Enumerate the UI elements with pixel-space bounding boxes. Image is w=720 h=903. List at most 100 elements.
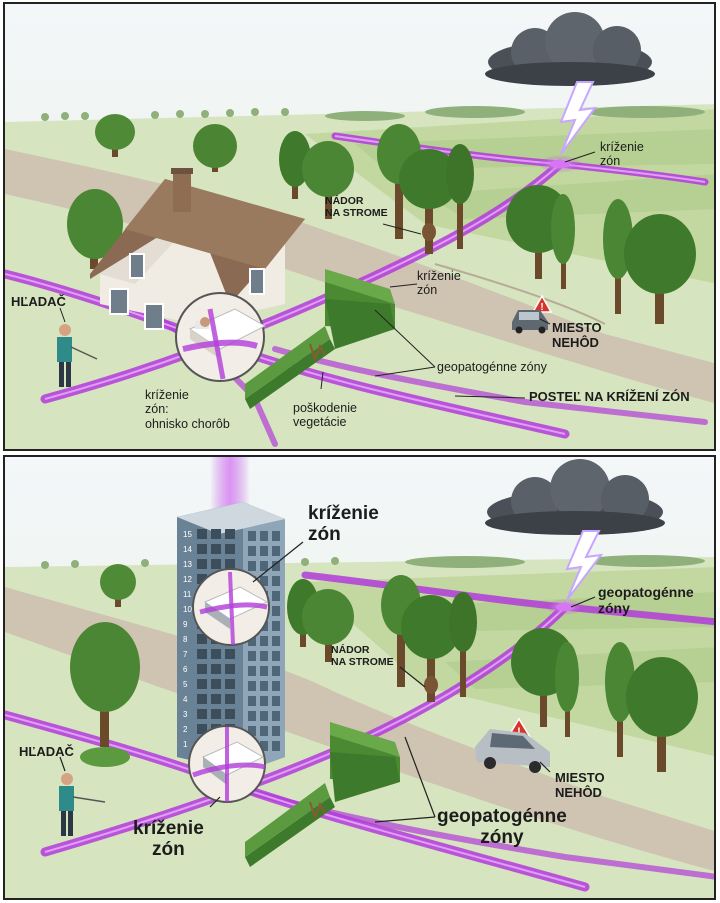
tower-window	[272, 576, 280, 586]
tower-window	[260, 531, 268, 541]
floor-number: 10	[183, 605, 192, 614]
tower-window	[260, 681, 268, 691]
floor-number: 12	[183, 575, 192, 584]
tower-window	[272, 636, 280, 646]
tower-window	[197, 664, 207, 674]
tower-window	[248, 531, 256, 541]
label-krizenie-zon-lower: kríženie zón	[133, 818, 204, 860]
tower-window	[260, 726, 268, 736]
floor-number: 15	[183, 530, 192, 539]
tower-window	[272, 666, 280, 676]
floor-number: 8	[183, 635, 188, 644]
tower-window	[272, 696, 280, 706]
tower-window	[197, 529, 207, 539]
tower-window	[248, 681, 256, 691]
house-icon	[90, 168, 305, 330]
floor-number: 2	[183, 725, 188, 734]
floor-number: 9	[183, 620, 188, 629]
label-nador-na-strome: NÁDOR NA STROME	[325, 195, 388, 220]
warning-triangle-icon	[531, 294, 553, 313]
floor-number: 13	[183, 560, 192, 569]
tower-window	[272, 561, 280, 571]
tower-window	[211, 649, 221, 659]
tower-window	[260, 666, 268, 676]
tower-window	[211, 529, 221, 539]
tower-window	[225, 679, 235, 689]
svg-text:!: !	[540, 302, 543, 313]
label-krizenie-zon-path: kríženie zón	[417, 269, 461, 298]
tower-window	[272, 591, 280, 601]
svg-text:!: !	[517, 726, 521, 738]
storm-cloud-icon	[485, 12, 655, 86]
floor-number: 4	[183, 695, 188, 704]
leader-lines	[59, 151, 596, 399]
car-icon	[475, 729, 550, 773]
tower-window	[260, 576, 268, 586]
lightning-icon	[559, 81, 598, 155]
label-krizenie-zon-upper: kríženie zón	[308, 503, 379, 545]
top-scene-illustration: !	[5, 4, 714, 449]
distant-tree-line	[41, 555, 705, 569]
tower-window	[197, 709, 207, 719]
tower-window	[211, 544, 221, 554]
leader-lines	[59, 541, 596, 823]
tower-window	[260, 651, 268, 661]
tower-window	[225, 709, 235, 719]
floor-number: 5	[183, 680, 188, 689]
label-geopatogenne-zony: geopatogénne zóny	[437, 360, 547, 374]
label-geopatogenne-zony-main: geopatogénne zóny	[437, 806, 567, 848]
tower-window	[197, 649, 207, 659]
bed-icon	[200, 317, 210, 327]
tower-window	[197, 694, 207, 704]
tree-tumor	[424, 676, 438, 694]
tower-window	[260, 741, 268, 751]
upper-bedroom-inset	[192, 568, 270, 646]
tower-window	[248, 726, 256, 736]
tower-window	[272, 651, 280, 661]
tower-window	[211, 664, 221, 674]
tower-window	[225, 694, 235, 704]
tower-window	[272, 546, 280, 556]
tower-window	[248, 696, 256, 706]
tower-window	[225, 559, 235, 569]
label-poskodenie-vegetacie: poškodenie vegetácie	[293, 401, 357, 430]
storm-cloud-icon	[485, 459, 665, 535]
lower-bedroom-inset	[188, 725, 266, 803]
lightning-icon	[565, 530, 604, 601]
tower-window	[272, 711, 280, 721]
tower-window	[260, 561, 268, 571]
label-krizenie-zon-ohnisko: kríženie zón: ohnisko chorôb	[145, 388, 230, 431]
tower-window	[248, 651, 256, 661]
floor-number: 1	[183, 740, 188, 749]
tower-window	[211, 559, 221, 569]
dowser-person-icon	[57, 324, 98, 387]
tree-tumor	[422, 223, 436, 241]
dowser-person-icon	[59, 773, 106, 836]
tower-window	[248, 561, 256, 571]
tower-window	[272, 741, 280, 751]
tower-window	[197, 559, 207, 569]
tower-window	[197, 724, 207, 734]
tower-window	[197, 544, 207, 554]
car-icon	[512, 310, 548, 334]
tower-window	[272, 621, 280, 631]
floor-number: 14	[183, 545, 192, 554]
hedge-icon	[245, 722, 400, 867]
tower-window	[225, 529, 235, 539]
tower-window	[272, 726, 280, 736]
label-hladac: HĽADAČ	[19, 744, 74, 759]
tower-window	[248, 546, 256, 556]
tower-window	[211, 679, 221, 689]
tower-window	[197, 634, 207, 644]
tower-window	[197, 679, 207, 689]
label-krizenie-zon-storm: kríženie zón	[600, 140, 644, 169]
tower-window	[248, 711, 256, 721]
label-nador-na-strome: NÁDOR NA STROME	[331, 644, 394, 669]
top-panel-house-scene: ! kríženie zón NÁDOR NA STROME kríže	[3, 2, 716, 451]
label-hladac: HĽADAČ	[11, 294, 66, 309]
distant-tree-line	[41, 106, 705, 121]
tower-window	[248, 666, 256, 676]
bedroom-inset	[175, 292, 267, 382]
